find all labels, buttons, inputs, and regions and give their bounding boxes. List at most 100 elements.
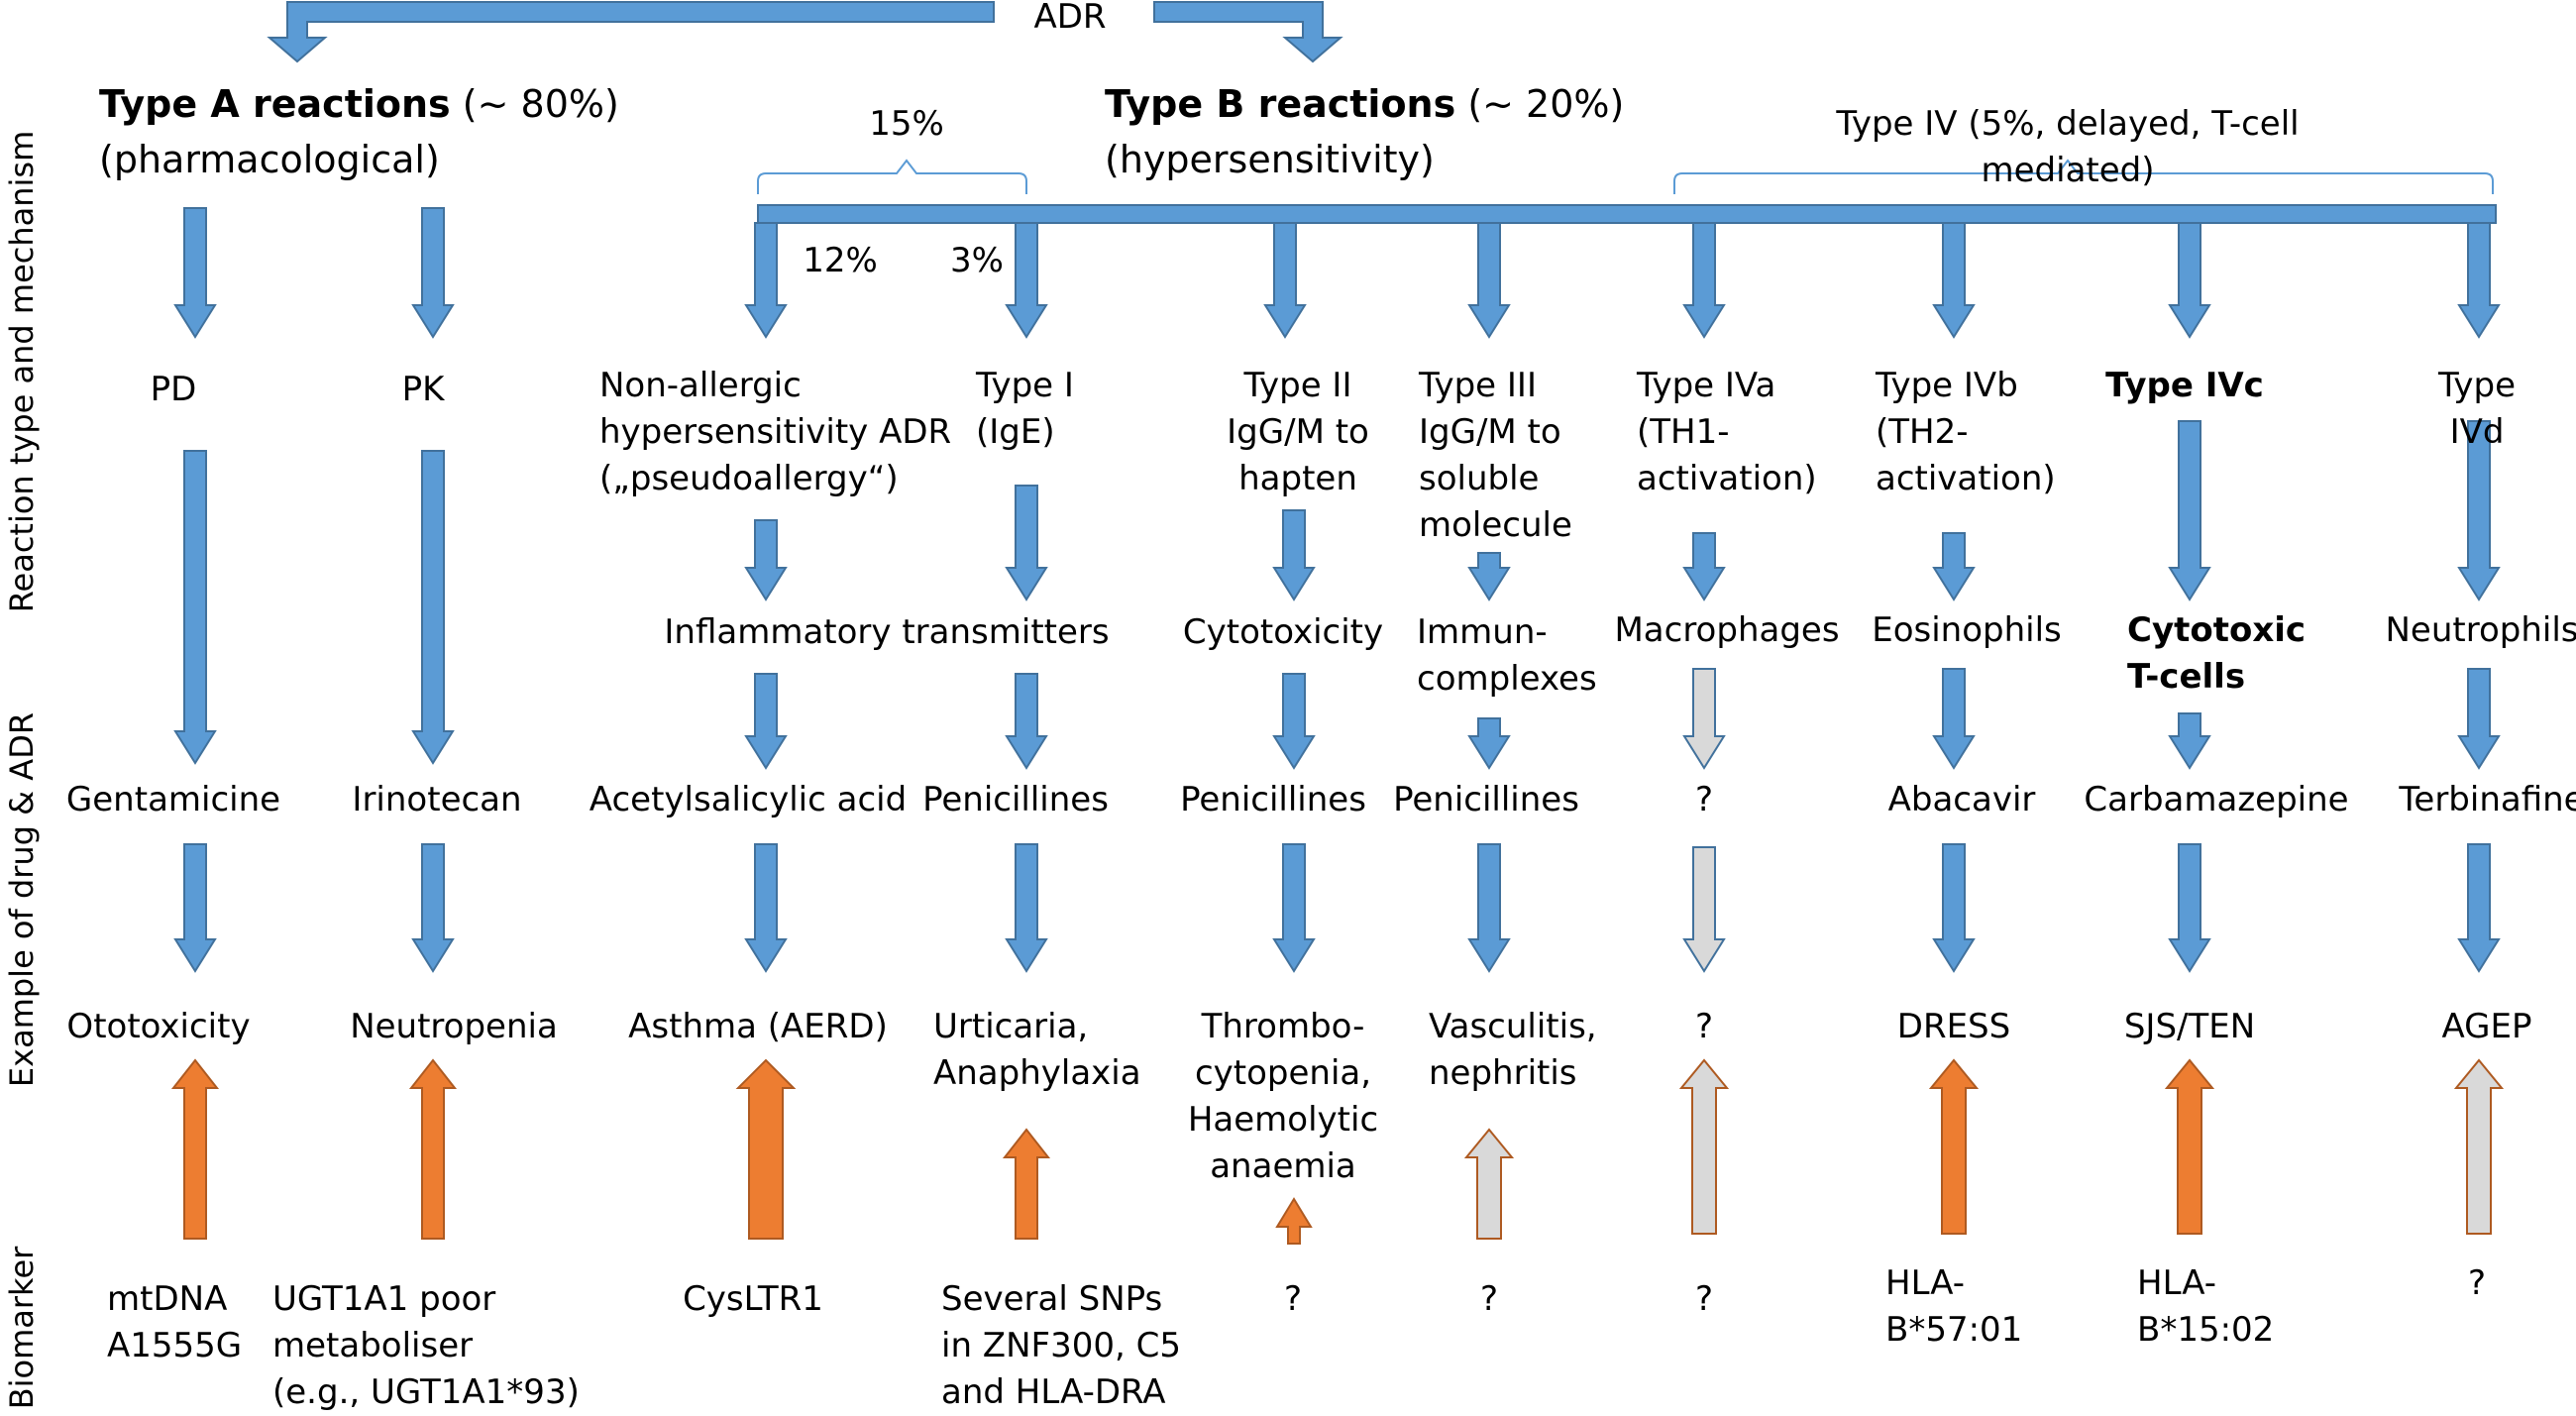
arrow-mechanism-to-drug-type-i [1005, 673, 1048, 770]
arrow-biomarker-nonallergic [735, 1058, 797, 1240]
col-type-i-drug: Penicillines [922, 780, 1109, 819]
col-type-ivc-biomarker: HLA- B*15:02 [2137, 1263, 2275, 1350]
arrow-biomarker-type-ivd [2453, 1058, 2505, 1235]
arrow-drug-to-adr-type-iva [1682, 846, 1726, 973]
col-type-iii-drug: Penicillines [1393, 780, 1579, 819]
col-pd-drug: Gentamicine [65, 780, 281, 819]
col-type-iii-mechanism: Immun- complexes [1417, 612, 1597, 699]
type-b-subtitle: (hypersensitivity) [1105, 138, 1435, 181]
col-pk-drug: Irinotecan [352, 780, 522, 819]
col-type-ivd-biomarker: ? [2467, 1263, 2487, 1303]
arrow-bar-to-type-6 [2168, 222, 2211, 339]
col-pk-adr: Neutropenia [350, 1007, 558, 1046]
col-pd-biomarker: mtDNA A1555G [107, 1279, 243, 1365]
type-a-subtitle: (pharmacological) [99, 138, 440, 181]
col-type-iva-biomarker: ? [1694, 1279, 1714, 1319]
arrow-biomarker-pd [170, 1058, 220, 1240]
arrow-drug-to-adr-4 [1272, 843, 1316, 973]
col-nonallergic-adr: Asthma (AERD) [628, 1007, 888, 1046]
col-type-iva-mechanism: Macrophages [1614, 610, 1840, 650]
bracket-type-iv-brace [1673, 159, 2494, 194]
arrow-mechanism-to-drug-nonallergic [744, 673, 788, 770]
arrow-biomarker-type-iii [1463, 1128, 1515, 1240]
arrow-mechanism-to-drug-type-ivc [2168, 712, 2211, 770]
bracket-type-iv: Type IV (5%, delayed, T-cell mediated) [1836, 104, 2300, 190]
col-type-ivd-drug: Terbinafine [2399, 780, 2576, 819]
col-nonallergic-biomarker: CysLTR1 [683, 1279, 823, 1319]
arrow-mechanism-to-drug-type-ivd [2457, 668, 2501, 770]
arrow-bar-to-type-3 [1467, 222, 1511, 339]
arrow-biomarker-type-i [1002, 1128, 1051, 1240]
col-type-ivc-type: Type IVc [2105, 366, 2264, 405]
col-type-ivc-mechanism: Cytotoxic T-cells [2127, 610, 2307, 697]
adr-to-type-a-arrow [267, 1, 995, 63]
col-nonallergic-drug: Acetylsalicylic acid [589, 780, 908, 819]
arrow-pk-to-drug [411, 450, 455, 765]
col-type-ivd-mechanism: Neutrophils [2385, 610, 2576, 650]
col-type-ivb-biomarker: HLA- B*57:01 [1885, 1263, 2023, 1350]
arrow-nonallergic-to-mechanism [744, 519, 788, 601]
arrow-biomarker-type-ii [1275, 1197, 1313, 1245]
arrow-heading-to-pd [173, 207, 217, 339]
arrow-type-iii-to-mechanism [1467, 552, 1511, 601]
arrow-type-ivd-to-mechanism [2457, 420, 2501, 601]
type-a-title: Type A reactions [99, 82, 451, 126]
side-label-example: Example of drug & ADR [3, 711, 41, 1088]
arrow-drug-to-adr-3 [1005, 843, 1048, 973]
type-b-share: (~ 20%) [1455, 82, 1625, 126]
shared-inflammatory-transmitters: Inflammatory transmitters [664, 612, 1110, 652]
arrow-drug-to-adr-5 [1467, 843, 1511, 973]
arrow-biomarker-pk [408, 1058, 458, 1240]
col-type-ivc-drug: Carbamazepine [2084, 780, 2349, 819]
col-pd-type: PD [150, 370, 197, 409]
col-type-ivb-type: Type IVb (TH2- activation) [1876, 366, 2056, 498]
col-type-iva-adr: ? [1694, 1007, 1714, 1046]
arrow-type-ivc-to-mechanism [2168, 420, 2211, 601]
bracket-15-percent-brace [757, 159, 1027, 194]
side-label-biomarker: Biomarker [3, 1246, 41, 1410]
col-type-ivd-adr: AGEP [2441, 1007, 2532, 1046]
arrow-type-ii-to-mechanism [1272, 509, 1316, 601]
arrow-bar-to-type-1 [1005, 222, 1048, 339]
arrow-biomarker-type-ivc [2164, 1058, 2215, 1235]
arrow-mechanism-to-drug-type-ivb [1932, 668, 1976, 770]
arrow-drug-to-adr-0 [173, 843, 217, 973]
type-a-share: (~ 80%) [450, 82, 619, 126]
col-type-ivb-adr: DRESS [1896, 1007, 2011, 1046]
arrow-drug-to-adr-6 [1932, 843, 1976, 973]
col-type-ii-adr: Thrombo- cytopenia, Haemolytic anaemia [1187, 1007, 1379, 1186]
type-b-title: Type B reactions [1105, 82, 1456, 126]
col-pd-adr: Ototoxicity [66, 1007, 251, 1046]
col-type-ii-biomarker: ? [1283, 1279, 1303, 1319]
col-type-i-biomarker: Several SNPs in ZNF300, C5 and HLA-DRA [941, 1279, 1181, 1412]
col-type-ivd-type: Type IVd [2437, 366, 2517, 452]
arrow-biomarker-type-iva [1678, 1058, 1730, 1235]
arrow-bar-to-type-7 [2457, 222, 2501, 339]
col-type-iva-type: Type IVa (TH1- activation) [1637, 366, 1817, 498]
arrow-drug-to-adr-2 [744, 843, 788, 973]
arrow-drug-to-adr-1 [411, 843, 455, 973]
col-type-iii-adr: Vasculitis, nephritis [1429, 1007, 1597, 1093]
col-type-i-type: Type I (IgE) [976, 366, 1074, 452]
bracket-15-percent: 15% [869, 104, 944, 144]
col-type-ivc-adr: SJS/TEN [2123, 1007, 2256, 1046]
arrow-type-i-to-mechanism [1005, 485, 1048, 601]
col-type-i-adr: Urticaria, Anaphylaxia [933, 1007, 1141, 1093]
type-a-heading: Type A reactions (~ 80%) [99, 77, 619, 131]
col-type-ivb-mechanism: Eosinophils [1872, 610, 2062, 650]
col-pk-type: PK [401, 370, 445, 409]
col-type-ii-drug: Penicillines [1180, 780, 1366, 819]
arrow-bar-to-type-0 [744, 222, 788, 339]
col-nonallergic-type: Non-allergic hypersensitivity ADR („pseu… [599, 366, 952, 498]
arrow-bar-to-type-4 [1682, 222, 1726, 339]
col-pk-biomarker: UGT1A1 poor metaboliser (e.g., UGT1A1*93… [272, 1279, 580, 1412]
col-type-iii-biomarker: ? [1479, 1279, 1499, 1319]
col-type-ii-mechanism: Cytotoxicity [1182, 612, 1384, 652]
arrow-pd-to-drug [173, 450, 217, 765]
arrow-bar-to-type-2 [1263, 222, 1307, 339]
arrow-mechanism-to-drug-type-iii [1467, 717, 1511, 770]
arrow-heading-to-pk [411, 207, 455, 339]
arrow-biomarker-type-ivb [1928, 1058, 1980, 1235]
